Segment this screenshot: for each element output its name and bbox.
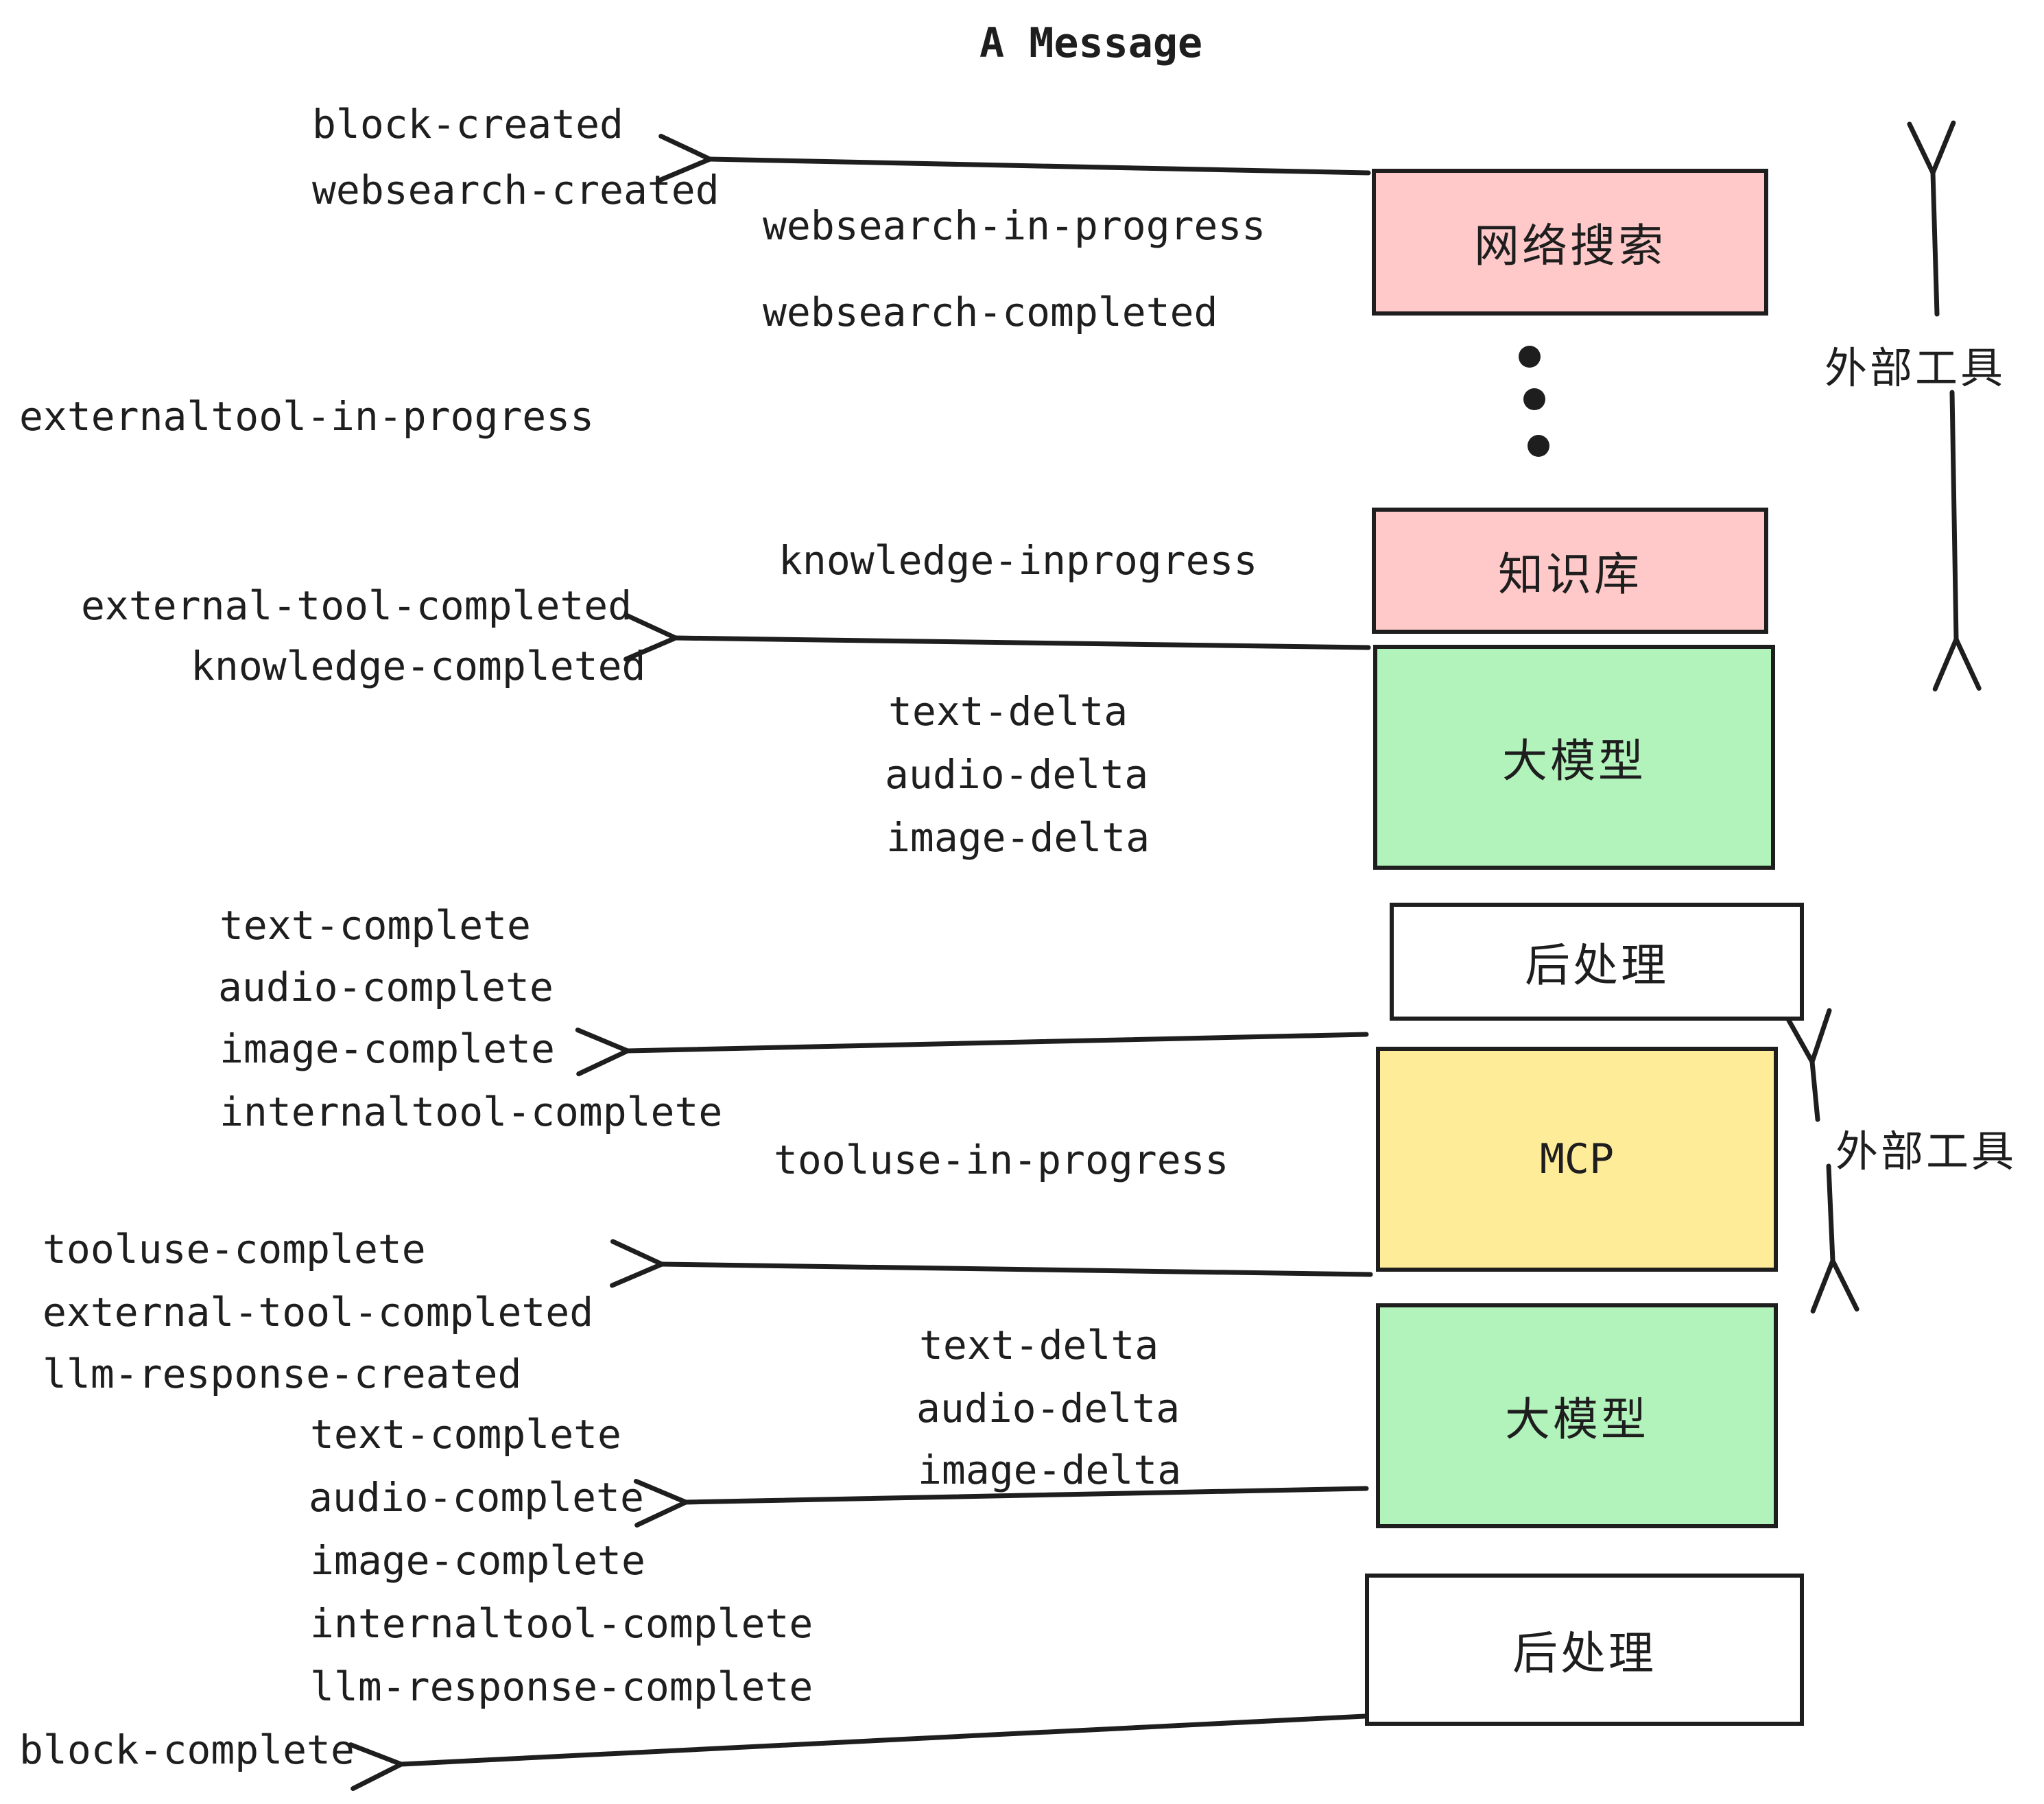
event-image-complete-2: image-complete bbox=[310, 1537, 645, 1584]
arrow-to-block-created-icon bbox=[657, 134, 1371, 182]
event-knowledge-completed: knowledge-completed bbox=[191, 643, 646, 689]
llm-box-2-label: 大模型 bbox=[1505, 1393, 1649, 1446]
websearch-box-label: 网络搜索 bbox=[1474, 219, 1666, 272]
arrow-to-external-tool-completed-icon bbox=[610, 1239, 1373, 1288]
event-text-delta-2: text-delta bbox=[919, 1322, 1159, 1368]
event-internaltool-complete-1: internaltool-complete bbox=[219, 1089, 723, 1135]
event-text-delta-1: text-delta bbox=[888, 688, 1128, 735]
websearch-box: 网络搜索 bbox=[1372, 169, 1768, 316]
postprocess-box-1-label: 后处理 bbox=[1525, 939, 1669, 992]
event-externaltool-in-progress: externaltool-in-progress bbox=[19, 393, 595, 440]
event-llm-response-created: llm-response-created bbox=[43, 1351, 522, 1397]
arrow-to-block-complete-icon bbox=[348, 1713, 1368, 1792]
mcp-box-label: MCP bbox=[1539, 1135, 1615, 1183]
event-knowledge-inprogress: knowledge-inprogress bbox=[779, 537, 1258, 584]
knowledge-box: 知识库 bbox=[1372, 508, 1768, 634]
external-tools-label-top: 外部工具 bbox=[1825, 343, 2006, 393]
arrow-to-knowledge-completed-icon bbox=[623, 613, 1371, 662]
llm-box-1-label: 大模型 bbox=[1502, 735, 1646, 787]
event-block-created: block-created bbox=[312, 101, 623, 147]
external-tools-2-up-arrow-icon bbox=[1783, 1008, 1832, 1122]
knowledge-box-label: 知识库 bbox=[1498, 548, 1642, 601]
arrow-to-image-complete-icon bbox=[575, 1028, 1369, 1077]
ellipsis-dot-1 bbox=[1519, 346, 1541, 368]
external-tools-2-down-arrow-icon bbox=[1810, 1163, 1859, 1314]
event-audio-delta-1: audio-delta bbox=[885, 751, 1149, 798]
event-image-delta-2: image-delta bbox=[918, 1447, 1182, 1493]
event-text-complete-1: text-complete bbox=[219, 902, 531, 949]
mcp-box: MCP bbox=[1376, 1047, 1778, 1272]
event-audio-delta-2: audio-delta bbox=[916, 1385, 1180, 1432]
event-block-complete: block-complete bbox=[19, 1726, 355, 1773]
postprocess-box-1: 后处理 bbox=[1390, 903, 1804, 1021]
llm-box-1: 大模型 bbox=[1373, 645, 1775, 870]
event-llm-response-complete: llm-response-complete bbox=[310, 1663, 813, 1710]
ellipsis-dot-3 bbox=[1528, 435, 1549, 457]
external-tools-up-arrow-icon bbox=[1907, 120, 1956, 317]
event-audio-complete-2: audio-complete bbox=[309, 1474, 644, 1521]
event-audio-complete-1: audio-complete bbox=[218, 964, 554, 1010]
event-websearch-in-progress: websearch-in-progress bbox=[763, 202, 1266, 249]
event-tooluse-complete: tooluse-complete bbox=[43, 1226, 426, 1272]
postprocess-box-2-label: 后处理 bbox=[1512, 1627, 1656, 1680]
event-external-tool-completed-2: external-tool-completed bbox=[43, 1289, 594, 1336]
diagram-title: A Message bbox=[979, 19, 1203, 67]
event-text-complete-2: text-complete bbox=[310, 1411, 621, 1458]
event-external-tool-completed-1: external-tool-completed bbox=[81, 582, 632, 629]
external-tools-down-arrow-icon bbox=[1932, 390, 1982, 692]
event-websearch-created: websearch-created bbox=[312, 167, 720, 213]
external-tools-label-bottom: 外部工具 bbox=[1835, 1126, 2017, 1176]
event-tooluse-in-progress: tooluse-in-progress bbox=[774, 1137, 1229, 1183]
event-image-complete-1: image-complete bbox=[219, 1025, 555, 1072]
event-internaltool-complete-2: internaltool-complete bbox=[310, 1600, 813, 1647]
postprocess-box-2: 后处理 bbox=[1365, 1574, 1804, 1726]
llm-box-2: 大模型 bbox=[1376, 1303, 1778, 1528]
event-websearch-completed: websearch-completed bbox=[763, 289, 1218, 335]
ellipsis-dot-2 bbox=[1523, 388, 1545, 410]
event-image-delta-1: image-delta bbox=[886, 814, 1150, 861]
